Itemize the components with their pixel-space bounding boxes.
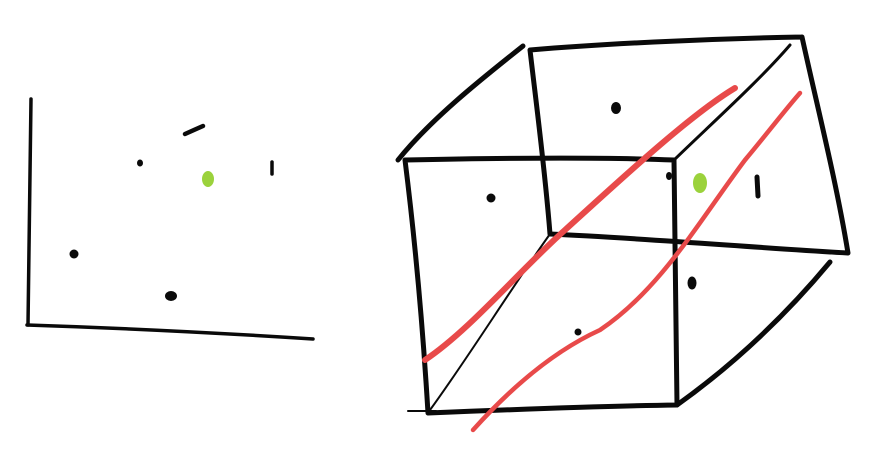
cube-point-tick (754, 174, 761, 199)
left-point (165, 291, 177, 301)
cube-point-highlighted (693, 173, 707, 193)
left-y-axis (26, 97, 33, 327)
cube-point (666, 172, 672, 180)
left-point-highlighted (202, 171, 214, 187)
left-point (69, 249, 79, 259)
cube-point (687, 276, 697, 290)
red-separator-lines (422, 85, 803, 433)
cube-edge-top-left (395, 43, 526, 163)
red-separator-line-thick (422, 85, 738, 363)
left-point (137, 159, 143, 167)
cube-edge-top-right (672, 43, 792, 162)
cube-edge-bottom-right (674, 259, 833, 408)
cube-back-face (527, 34, 851, 256)
left-point-dash (182, 123, 206, 137)
cube-front-face (402, 155, 680, 416)
cube-point (611, 102, 621, 114)
red-separator-line-thin (470, 90, 803, 433)
left-2d-plot (25, 97, 315, 341)
cube-point (486, 193, 496, 203)
right-cube (395, 34, 851, 416)
cube-point (574, 328, 582, 336)
left-x-axis (25, 323, 315, 341)
